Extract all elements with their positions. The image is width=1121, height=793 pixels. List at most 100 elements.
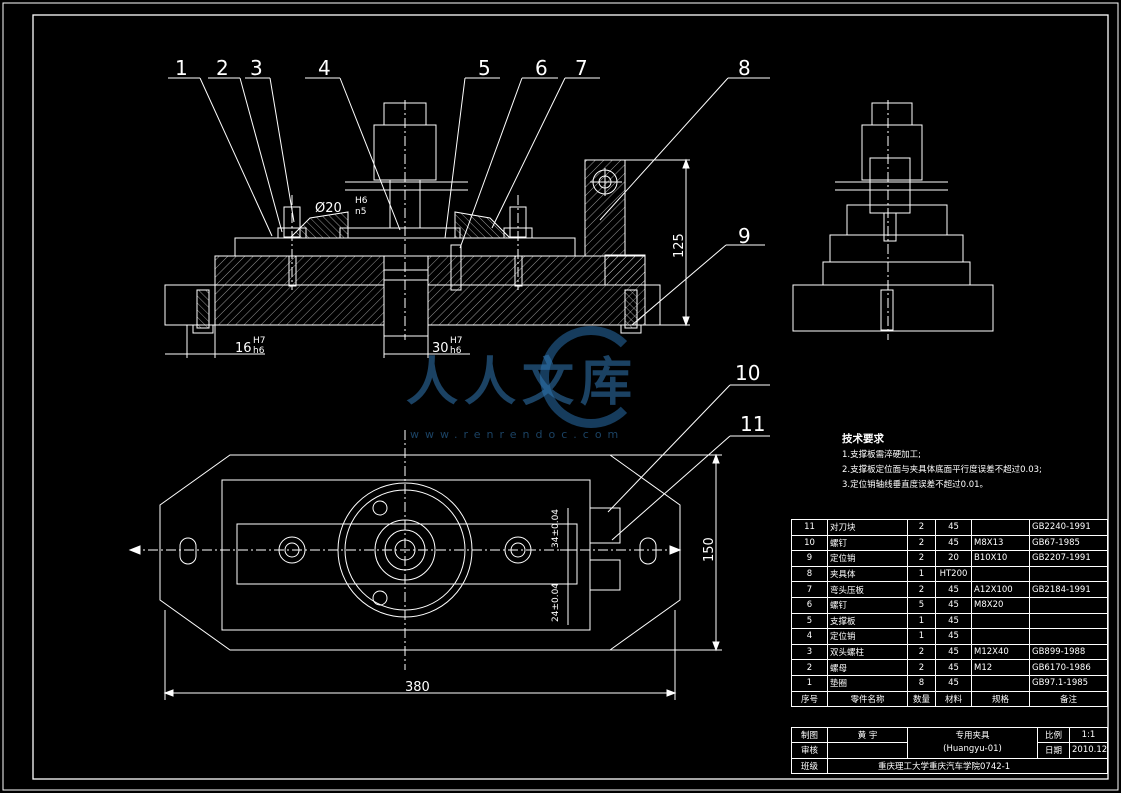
header-cell: 备注: [1029, 690, 1108, 708]
header-cell: 数量: [907, 690, 936, 708]
tech-item: 1.支撑板需淬硬加工;: [842, 450, 921, 460]
parts-list-cell: 5: [791, 612, 828, 630]
parts-list-cell: [1029, 596, 1108, 614]
parts-list-cell: [1029, 628, 1108, 645]
parts-list-cell: 2: [907, 550, 936, 567]
parts-list-cell: M12X40: [971, 643, 1030, 661]
balloon-11: 11: [740, 412, 765, 436]
parts-list-cell: 1: [907, 565, 936, 583]
dim-30-fit-top: H7: [450, 336, 463, 346]
parts-list-cell: 45: [935, 643, 972, 661]
class-label: 班级: [791, 757, 828, 774]
parts-list-cell: 45: [935, 659, 972, 676]
parts-list-cell: 2: [907, 534, 936, 552]
parts-list-cell: [971, 612, 1030, 630]
parts-list-cell: [971, 628, 1030, 645]
parts-list-cell: 45: [935, 534, 972, 552]
balloon-numbers: 1 2 3 4 5 6 7 8 9 10 11: [175, 56, 765, 436]
date-label: 日期: [1037, 742, 1070, 759]
parts-list-cell: 对刀块: [827, 519, 908, 536]
scale-value: 1:1: [1069, 726, 1108, 744]
parts-list-cell: 4: [791, 628, 828, 645]
dim-34: 34±0.04: [551, 509, 561, 548]
balloon-4: 4: [318, 56, 331, 80]
parts-list-cell: 1: [907, 612, 936, 630]
parts-list-cell: 45: [935, 674, 972, 692]
drafter-name: 黄 宇: [827, 726, 908, 744]
dimension-labels: Ø20 H6 n5 16 H7 h6 30 H7 h6 125 34±0.04 …: [235, 196, 717, 695]
parts-list-cell: 6: [791, 596, 828, 614]
school-name: 重庆理工大学重庆汽车学院0742-1: [827, 757, 1108, 774]
dim-16: 16: [235, 341, 252, 356]
parts-list-cell: 10: [791, 534, 828, 552]
drawing-code: (Huangyu-01): [943, 743, 1002, 754]
parts-list-cell: 9: [791, 550, 828, 567]
parts-list-cell: 45: [935, 628, 972, 645]
leader-lines: [168, 77, 770, 541]
parts-list-cell: 2: [907, 581, 936, 598]
drawing-title: 专用夹具 (Huangyu-01): [907, 727, 1038, 759]
header-cell: 零件名称: [827, 690, 908, 708]
parts-list-cell: GB6170-1986: [1029, 659, 1108, 676]
parts-list-cell: GB899-1988: [1029, 643, 1108, 661]
parts-list-cell: GB67-1985: [1029, 534, 1108, 552]
parts-list-cell: 垫圈: [827, 674, 908, 692]
parts-list-cell: HT200: [935, 565, 972, 583]
parts-list-cell: 弯头压板: [827, 581, 908, 598]
parts-list-cell: 定位销: [827, 550, 908, 567]
top-view: [128, 430, 722, 700]
balloon-6: 6: [535, 56, 548, 80]
dim-d20-fit-bottom: n5: [355, 207, 366, 217]
scale-label: 比例: [1037, 726, 1070, 744]
parts-list-cell: [971, 565, 1030, 583]
date-value: 2010.12: [1069, 742, 1108, 759]
parts-list-cell: 45: [935, 596, 972, 614]
parts-list-cell: [1029, 565, 1108, 583]
review-label: 审核: [791, 742, 828, 759]
drawing-name: 专用夹具: [955, 730, 990, 741]
parts-list-cell: 2: [907, 519, 936, 536]
parts-list-cell: 8: [907, 674, 936, 692]
dim-d20: Ø20: [315, 201, 342, 216]
dim-125: 125: [672, 233, 687, 258]
balloon-2: 2: [216, 56, 229, 80]
parts-list-cell: 定位销: [827, 628, 908, 645]
balloon-9: 9: [738, 224, 751, 248]
parts-list-cell: 夹具体: [827, 565, 908, 583]
parts-list-cell: 支撑板: [827, 612, 908, 630]
balloon-7: 7: [575, 56, 588, 80]
title-block: 制图 黄 宇 专用夹具 (Huangyu-01) 比例 1:1 审核 日期 20…: [791, 726, 1108, 774]
dim-30: 30: [432, 341, 449, 356]
balloon-5: 5: [478, 56, 491, 80]
dim-30-fit-bottom: h6: [450, 346, 462, 356]
tech-title: 技术要求: [842, 433, 884, 445]
parts-list-cell: 8: [791, 565, 828, 583]
parts-list-cell: 45: [935, 581, 972, 598]
parts-list-cell: M8X13: [971, 534, 1030, 552]
parts-list-cell: 11: [791, 519, 828, 536]
dim-d20-fit-top: H6: [355, 196, 368, 206]
parts-list-cell: GB2184-1991: [1029, 581, 1108, 598]
draw-label: 制图: [791, 726, 828, 744]
parts-list-cell: B10X10: [971, 550, 1030, 567]
parts-list-cell: 2: [907, 659, 936, 676]
parts-list-cell: 1: [907, 628, 936, 645]
parts-list-cell: GB2240-1991: [1029, 519, 1108, 536]
parts-list-cell: 1: [791, 674, 828, 692]
header-cell: 序号: [791, 690, 828, 708]
front-section-view: [164, 100, 690, 358]
parts-list-cell: 螺钉: [827, 534, 908, 552]
tech-item: 2.支撑板定位面与夹具体底面平行度误差不超过0.03;: [842, 465, 1042, 475]
dim-24: 24±0.04: [551, 583, 561, 622]
technical-requirements: 技术要求 1.支撑板需淬硬加工; 2.支撑板定位面与夹具体底面平行度误差不超过0…: [842, 432, 1112, 493]
header-cell: 材料: [935, 690, 972, 708]
tech-item: 3.定位销轴线垂直度误差不超过0.01。: [842, 480, 989, 490]
